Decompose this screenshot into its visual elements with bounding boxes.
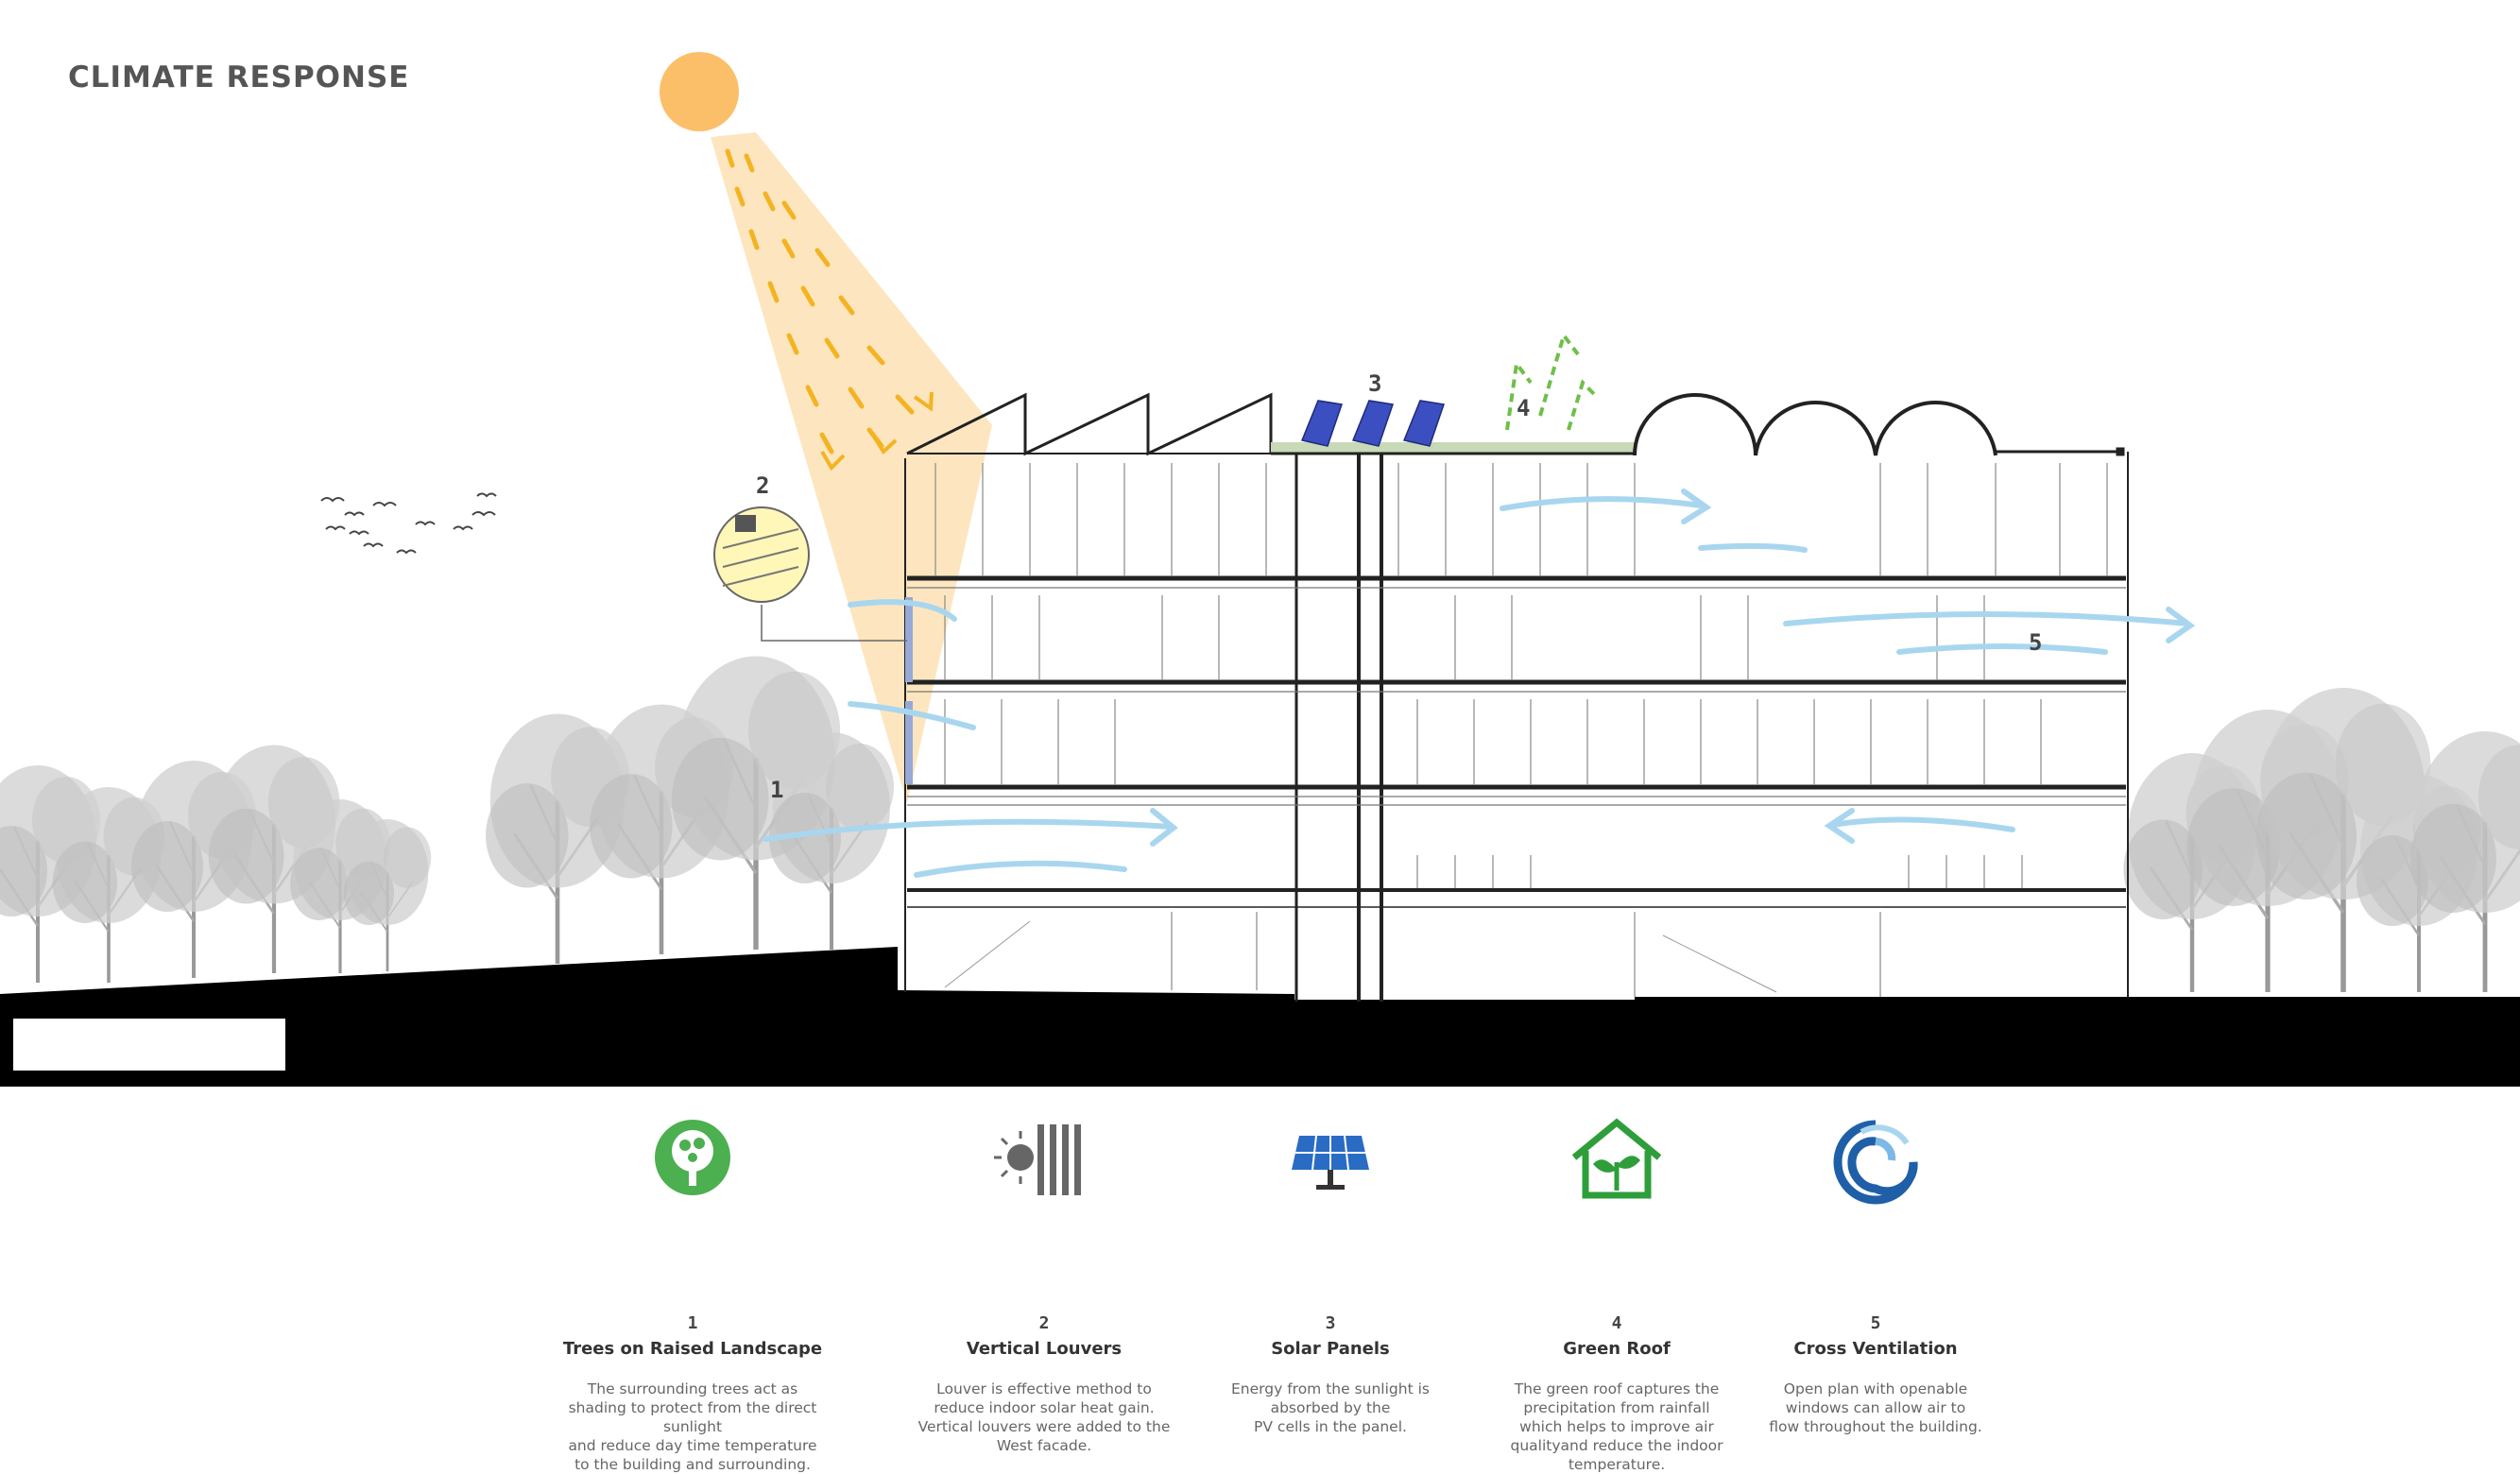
building-section: [904, 392, 2129, 1002]
diagram-label-3: 3: [1368, 370, 1382, 397]
green-roof-arrows: [1505, 331, 1599, 431]
page-title: CLIMATE RESPONSE: [68, 60, 410, 94]
legend-title: Cross Ventilation: [1793, 1339, 1958, 1359]
section-drawing: [0, 52, 2520, 1087]
legend-title: Vertical Louvers: [966, 1339, 1123, 1359]
solar-panel-icon: [1292, 1135, 1369, 1190]
ground-section: [0, 947, 2520, 1087]
diagram-label-1: 1: [770, 777, 784, 803]
white-label-box: [13, 1019, 285, 1071]
legend-number: 5: [1870, 1313, 1881, 1333]
diagram-label-4: 4: [1517, 395, 1531, 421]
wind-arrows: [763, 488, 2196, 878]
wind-swirl-icon: [1833, 1120, 1918, 1205]
sun-icon: [660, 52, 739, 131]
tree-icon: [655, 1120, 730, 1195]
louver-detail-callout: [713, 506, 907, 642]
green-house-icon: [1571, 1118, 1662, 1199]
legend-title: Trees on Raised Landscape: [562, 1339, 823, 1359]
legend-title: Solar Panels: [1271, 1339, 1390, 1359]
legend-number: 1: [687, 1313, 698, 1333]
legend-item-louvers: 2 Vertical Louvers Louver is effective m…: [883, 1115, 1205, 1455]
legend-number: 2: [1038, 1313, 1050, 1333]
solar-panels: [1300, 400, 1445, 447]
legend-number: 4: [1611, 1313, 1622, 1333]
legend-item-solar: 3 Solar Panels Energy from the sunlight …: [1170, 1115, 1491, 1436]
legend-item-trees: 1 Trees on Raised Landscape The surround…: [532, 1115, 853, 1474]
sun-beam: [711, 132, 992, 803]
louver-icon: [994, 1124, 1081, 1195]
diagram-label-5: 5: [2029, 629, 2043, 656]
climate-response-diagram: CLIMATE RESPONSE: [0, 52, 2520, 1473]
legend-title: Green Roof: [1563, 1339, 1671, 1359]
trees-left: [0, 657, 896, 985]
trees-right: [2123, 688, 2520, 992]
birds-decoration: [320, 492, 497, 555]
legend-item-ventilation: 5 Cross Ventilation Open plan with opena…: [1715, 1115, 2036, 1436]
legend-number: 3: [1325, 1313, 1336, 1333]
sun-group: [660, 52, 992, 803]
diagram-label-2: 2: [756, 472, 770, 499]
